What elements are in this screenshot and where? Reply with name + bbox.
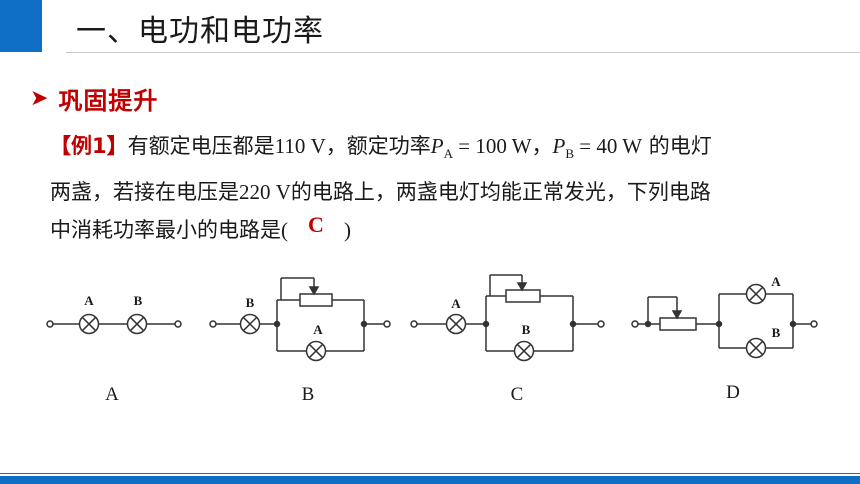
power-a-value: = 100 W， bbox=[452, 134, 553, 158]
page-title: 一、电功和电功率 bbox=[76, 14, 324, 49]
lamp-icon bbox=[126, 313, 148, 335]
problem-line-2b: 的电路上，两盏电灯均能正常发光，下列电路 bbox=[290, 180, 711, 204]
power-b-symbol: P bbox=[552, 134, 566, 158]
power-b-subscript: B bbox=[565, 146, 575, 161]
paren-open: ( bbox=[281, 218, 288, 242]
footer-rule bbox=[0, 473, 860, 474]
lamp-icon bbox=[745, 283, 767, 305]
lamp-icon bbox=[239, 313, 261, 335]
lamp-b-label: B bbox=[522, 322, 531, 337]
power-a-symbol: P bbox=[430, 134, 444, 158]
lamp-a-label: A bbox=[313, 322, 323, 337]
circuit-diagrams: A B B A bbox=[46, 274, 818, 405]
option-label-a: A bbox=[105, 384, 119, 405]
problem-line-3: 中消耗功率最小的电路是 bbox=[50, 218, 281, 242]
paren-close: ) bbox=[343, 218, 351, 242]
voltage-1: 110 V bbox=[274, 134, 326, 158]
problem-text: 【例1】有额定电压都是110 V，额定功率PA = 100 W，PB = 40 … bbox=[50, 127, 830, 249]
lamp-icon bbox=[445, 313, 467, 335]
lamp-icon bbox=[745, 337, 767, 359]
problem-text-3: 的电灯 bbox=[642, 134, 712, 158]
option-label-d: D bbox=[726, 382, 740, 403]
problem-text-2: ，额定功率 bbox=[325, 134, 431, 158]
circuit-d bbox=[631, 283, 818, 359]
arrow-bullet-icon: ➤ bbox=[30, 85, 49, 111]
power-b-value: = 40 W bbox=[574, 134, 643, 158]
section-label: 巩固提升 bbox=[58, 86, 159, 115]
lamp-a-label: A bbox=[451, 296, 461, 311]
problem-text-1: 有额定电压都是 bbox=[127, 134, 275, 158]
title-divider bbox=[66, 52, 860, 53]
voltage-2: 220 V bbox=[239, 180, 291, 204]
option-label-b: B bbox=[302, 384, 315, 405]
lamp-icon bbox=[513, 340, 535, 362]
circuit-b bbox=[209, 277, 391, 362]
section-heading: ➤ 巩固提升 bbox=[30, 80, 158, 116]
circuit-a bbox=[46, 313, 182, 335]
power-a-subscript: A bbox=[443, 146, 453, 161]
lamp-b-label: B bbox=[246, 295, 255, 310]
example-tag: 【例1】 bbox=[50, 134, 128, 158]
circuit-c bbox=[410, 274, 605, 362]
footer-accent-bar bbox=[0, 476, 860, 484]
lamp-a-label: A bbox=[84, 293, 94, 308]
lamp-b-label: B bbox=[134, 293, 143, 308]
problem-line-2a: 两盏，若接在电压是 bbox=[50, 180, 239, 204]
lamp-icon bbox=[305, 340, 327, 362]
header-accent-bar bbox=[0, 0, 42, 52]
lamp-a-label: A bbox=[771, 274, 781, 289]
lamp-icon bbox=[78, 313, 100, 335]
lamp-b-label: B bbox=[772, 325, 781, 340]
option-label-c: C bbox=[511, 384, 524, 405]
answer-mark: C bbox=[308, 212, 324, 237]
